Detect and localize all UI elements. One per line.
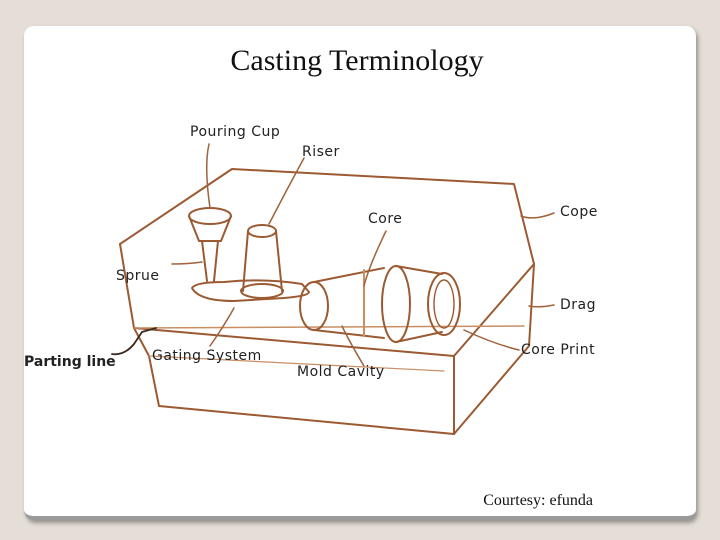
gating-base <box>191 279 310 302</box>
sprue <box>201 240 219 282</box>
leader-gating <box>209 307 235 347</box>
mold-cavity-end <box>299 281 329 331</box>
label-sprue: Sprue <box>116 268 160 284</box>
label-core-print: Core Print <box>521 342 596 358</box>
label-drag: Drag <box>560 297 597 313</box>
riser-top <box>247 224 277 238</box>
core-print-body <box>395 265 443 343</box>
core-print-end <box>427 272 461 336</box>
courtesy-credit: Courtesy: efunda <box>483 492 593 509</box>
core-print-end-inner <box>433 279 455 329</box>
label-riser: Riser <box>302 144 340 160</box>
pouring-cup-rim <box>188 207 232 225</box>
label-mold-cavity: Mold Cavity <box>297 364 385 380</box>
leader-drag <box>528 304 555 308</box>
pouring-cup-body <box>188 215 232 242</box>
drag-inner-left <box>148 355 445 372</box>
leader-core-print <box>463 329 520 351</box>
label-parting-line: Parting line <box>24 354 116 370</box>
label-cope: Cope <box>560 204 598 220</box>
mold-cavity-body <box>313 267 385 339</box>
slide-title: Casting Terminology <box>230 44 484 77</box>
leader-riser <box>268 157 305 225</box>
mold-box-front <box>133 327 455 435</box>
leader-cope <box>520 212 555 219</box>
leader-mold-cavity <box>341 325 365 367</box>
leader-parting-line <box>111 327 157 356</box>
leader-core <box>363 230 387 287</box>
parting-line <box>133 325 525 329</box>
label-pouring-cup: Pouring Cup <box>190 124 281 140</box>
leader-pouring-cup <box>205 143 211 209</box>
mold-box-right <box>453 263 535 435</box>
riser-base <box>240 283 284 299</box>
label-core: Core <box>368 211 403 227</box>
mold-box-left <box>119 243 135 329</box>
label-gating-system: Gating System <box>152 348 262 364</box>
leader-sprue <box>171 261 203 265</box>
core-print-ring <box>381 265 411 343</box>
mold-box-top-back <box>119 168 535 265</box>
casting-diagram <box>111 143 555 435</box>
slide: Casting Terminology <box>24 26 696 520</box>
